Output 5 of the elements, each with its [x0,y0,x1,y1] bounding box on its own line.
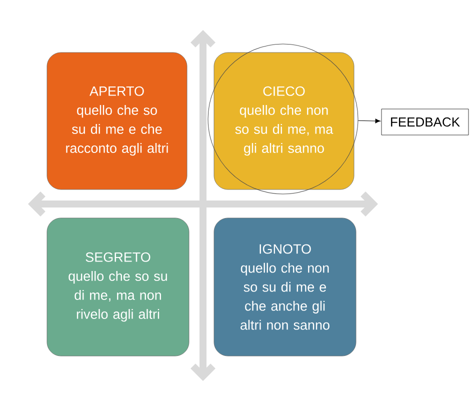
label-box: FEEDBACK [381,108,469,136]
arrow [358,118,381,124]
quadrant-box: IGNOTO quello che non so su di me e che anche gli altri non sanno [214,218,356,356]
quadrant-box: SEGRETO quello che so su di me, ma non rivelo agli altri [46,218,190,356]
quadrant-box: APERTO quello che so su di me e che racconto agli altri [46,52,188,190]
